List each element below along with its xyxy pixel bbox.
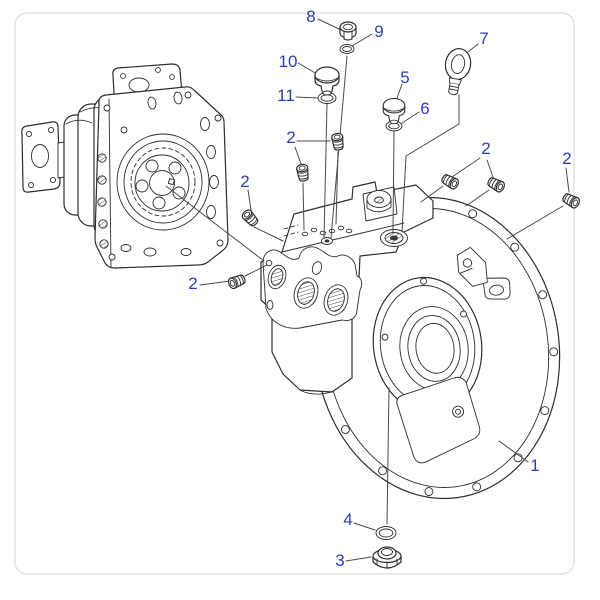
- callout-2c: 2: [188, 274, 197, 293]
- part-socket-plug-2g: [562, 193, 580, 209]
- part-o-ring-9: [339, 44, 355, 54]
- callout-11: 11: [277, 86, 295, 105]
- part-dome-plug-10: [314, 66, 340, 96]
- part-socket-plug-2a: [331, 132, 344, 151]
- page-border: [14, 12, 575, 575]
- part-socket-plug-2c: [241, 209, 259, 227]
- pump-rear-flange: [21, 121, 61, 193]
- part-socket-plug-2e: [441, 174, 459, 190]
- callout-4: 4: [343, 510, 352, 529]
- flange-shaft-bore: [399, 306, 469, 391]
- callout-5: 5: [400, 68, 409, 87]
- part-socket-plug-2b: [296, 163, 309, 182]
- housing-top-ports: [301, 225, 408, 247]
- part-plug-8: [339, 21, 357, 41]
- part-hex-plug-3: [372, 546, 402, 569]
- callout-8: 8: [306, 7, 315, 26]
- part-dome-plug-5: [382, 97, 406, 125]
- mounting-flange-case: [313, 196, 561, 500]
- part-o-ring-4: [375, 526, 397, 540]
- callout-2d: 2: [481, 139, 490, 158]
- callout-9: 9: [374, 22, 383, 41]
- callout-6: 6: [420, 99, 429, 118]
- flange-cover-plate: [396, 376, 481, 464]
- pump-face-plate: [94, 86, 229, 269]
- pump-housing: [260, 181, 434, 395]
- flange-top-lug: [456, 246, 488, 287]
- assembly-axis-line: [165, 185, 265, 262]
- housing-gauge-boss: [362, 186, 398, 222]
- callout-2b: 2: [240, 172, 249, 191]
- part-socket-plug-2f: [487, 177, 505, 193]
- part-eyebolt-7: [444, 48, 472, 96]
- leader-lines: [199, 18, 570, 562]
- part-socket-plug-2d: [227, 274, 246, 290]
- callout-2a: 2: [286, 128, 295, 147]
- callout-3: 3: [335, 551, 344, 570]
- pump-assembly: [21, 63, 229, 269]
- callout-1: 1: [530, 456, 539, 475]
- callout-labels: 8 9 10 11 5 6 7 2 2 2 2 2 1 4 3: [188, 7, 571, 570]
- callout-10: 10: [279, 52, 298, 71]
- part-o-ring-6: [385, 120, 403, 132]
- housing-port-face: [262, 246, 363, 329]
- callout-7: 7: [479, 29, 488, 48]
- callout-2e: 2: [562, 149, 571, 168]
